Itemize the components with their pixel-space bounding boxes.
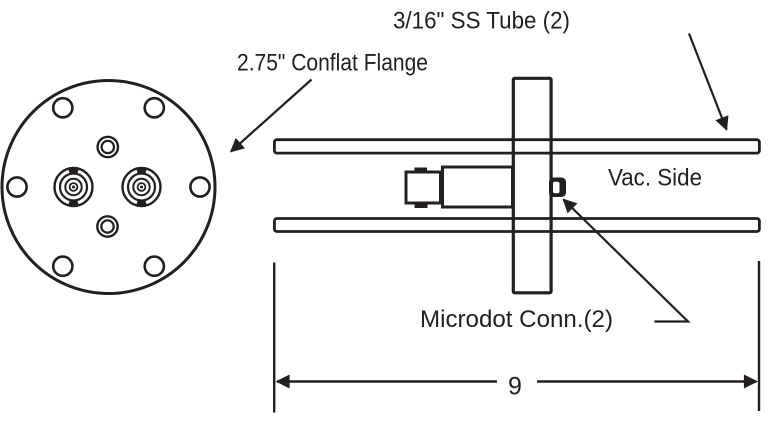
tube-label: 3/16" SS Tube (2) bbox=[393, 8, 570, 35]
key-notch-bottom bbox=[68, 199, 79, 206]
bolt-hole bbox=[51, 96, 74, 119]
tube-port-bottom bbox=[96, 215, 119, 238]
flange-side-view bbox=[272, 76, 761, 295]
nut-key-tab-bottom bbox=[414, 202, 428, 208]
bolt-hole bbox=[143, 96, 166, 119]
microdot-leader-arrow bbox=[562, 198, 691, 323]
key-notch-top bbox=[136, 168, 147, 175]
center-pin bbox=[72, 185, 75, 189]
microdot-body-side bbox=[441, 165, 514, 209]
bolt-hole bbox=[51, 255, 74, 278]
tube-leader-arrow bbox=[687, 33, 729, 131]
flange-outline bbox=[0, 79, 217, 295]
bolt-hole bbox=[143, 255, 166, 278]
flange-side bbox=[511, 76, 553, 295]
microdot-connector-front-right bbox=[121, 166, 162, 208]
dimension-value: 9 bbox=[508, 373, 522, 401]
bolt-hole bbox=[6, 176, 28, 198]
flange-leader-arrow bbox=[229, 78, 313, 153]
microdot-label: Microdot Conn.(2) bbox=[420, 306, 613, 333]
key-notch-top bbox=[68, 168, 79, 175]
nut-key-tab-top bbox=[414, 167, 427, 173]
flange-front-view bbox=[0, 79, 217, 295]
microdot-nut-side bbox=[404, 170, 442, 205]
bolt-holes bbox=[6, 96, 211, 278]
vac-side-label: Vac. Side bbox=[608, 165, 702, 192]
tube-port-top bbox=[96, 135, 120, 159]
flange-label: 2.75" Conflat Flange bbox=[237, 50, 428, 77]
vacuum-side-connector bbox=[549, 177, 566, 197]
ss-tube-bottom bbox=[272, 217, 761, 233]
dimension-9 bbox=[273, 261, 761, 413]
microdot-connector-front-left bbox=[53, 166, 94, 208]
center-pin bbox=[140, 185, 143, 189]
ss-tube-top bbox=[272, 138, 761, 155]
key-notch-bottom bbox=[136, 199, 147, 206]
bolt-hole bbox=[189, 176, 211, 198]
leader-arrows bbox=[229, 33, 729, 323]
